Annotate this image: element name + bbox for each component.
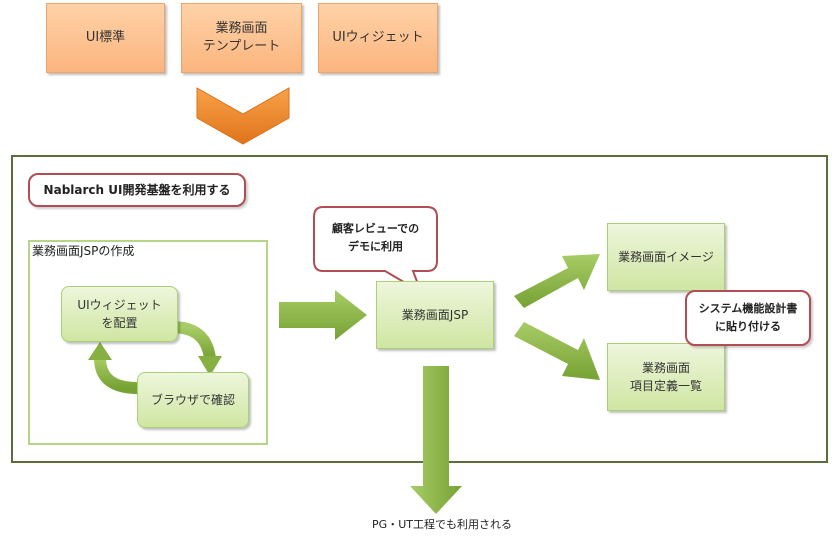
place-widget-step: UIウィジェット を配置	[61, 286, 178, 342]
screen-template-box: 業務画面 テンプレート	[181, 3, 302, 73]
jsp-creation-frame	[28, 240, 268, 445]
spec-callout: システム機能設計書 に貼り付ける	[685, 290, 811, 346]
screen-image-box: 業務画面イメージ	[607, 223, 725, 291]
ui-standard-label: UI標準	[85, 30, 126, 45]
chevron-down-arrow	[196, 87, 290, 145]
platform-frame	[11, 155, 828, 463]
arrow-to-jsp	[279, 290, 367, 340]
arrow-to-list	[514, 322, 600, 380]
arrow-to-image	[514, 254, 600, 308]
screen-template-label: 業務画面 テンプレート	[202, 21, 281, 54]
ui-widget-label: UIウィジェット	[332, 30, 424, 45]
review-callout-text: 顧客レビューでの デモに利用	[331, 222, 420, 253]
jsp-box: 業務画面JSP	[376, 281, 494, 349]
ui-standard-box: UI標準	[46, 3, 165, 73]
platform-label: Nablarch UI開発基盤を利用する	[28, 173, 246, 207]
browser-check-step: ブラウザで確認	[137, 372, 249, 428]
jsp-creation-title: 業務画面JSPの作成	[32, 244, 135, 258]
cycle-arrow-left	[88, 342, 144, 395]
item-list-box: 業務画面 項目定義一覧	[607, 343, 725, 411]
arrow-down	[410, 366, 462, 514]
review-callout: 顧客レビューでの デモに利用	[313, 206, 438, 295]
bottom-note: PG・UT工程でも利用される	[372, 518, 512, 531]
ui-widget-box: UIウィジェット	[318, 3, 438, 73]
